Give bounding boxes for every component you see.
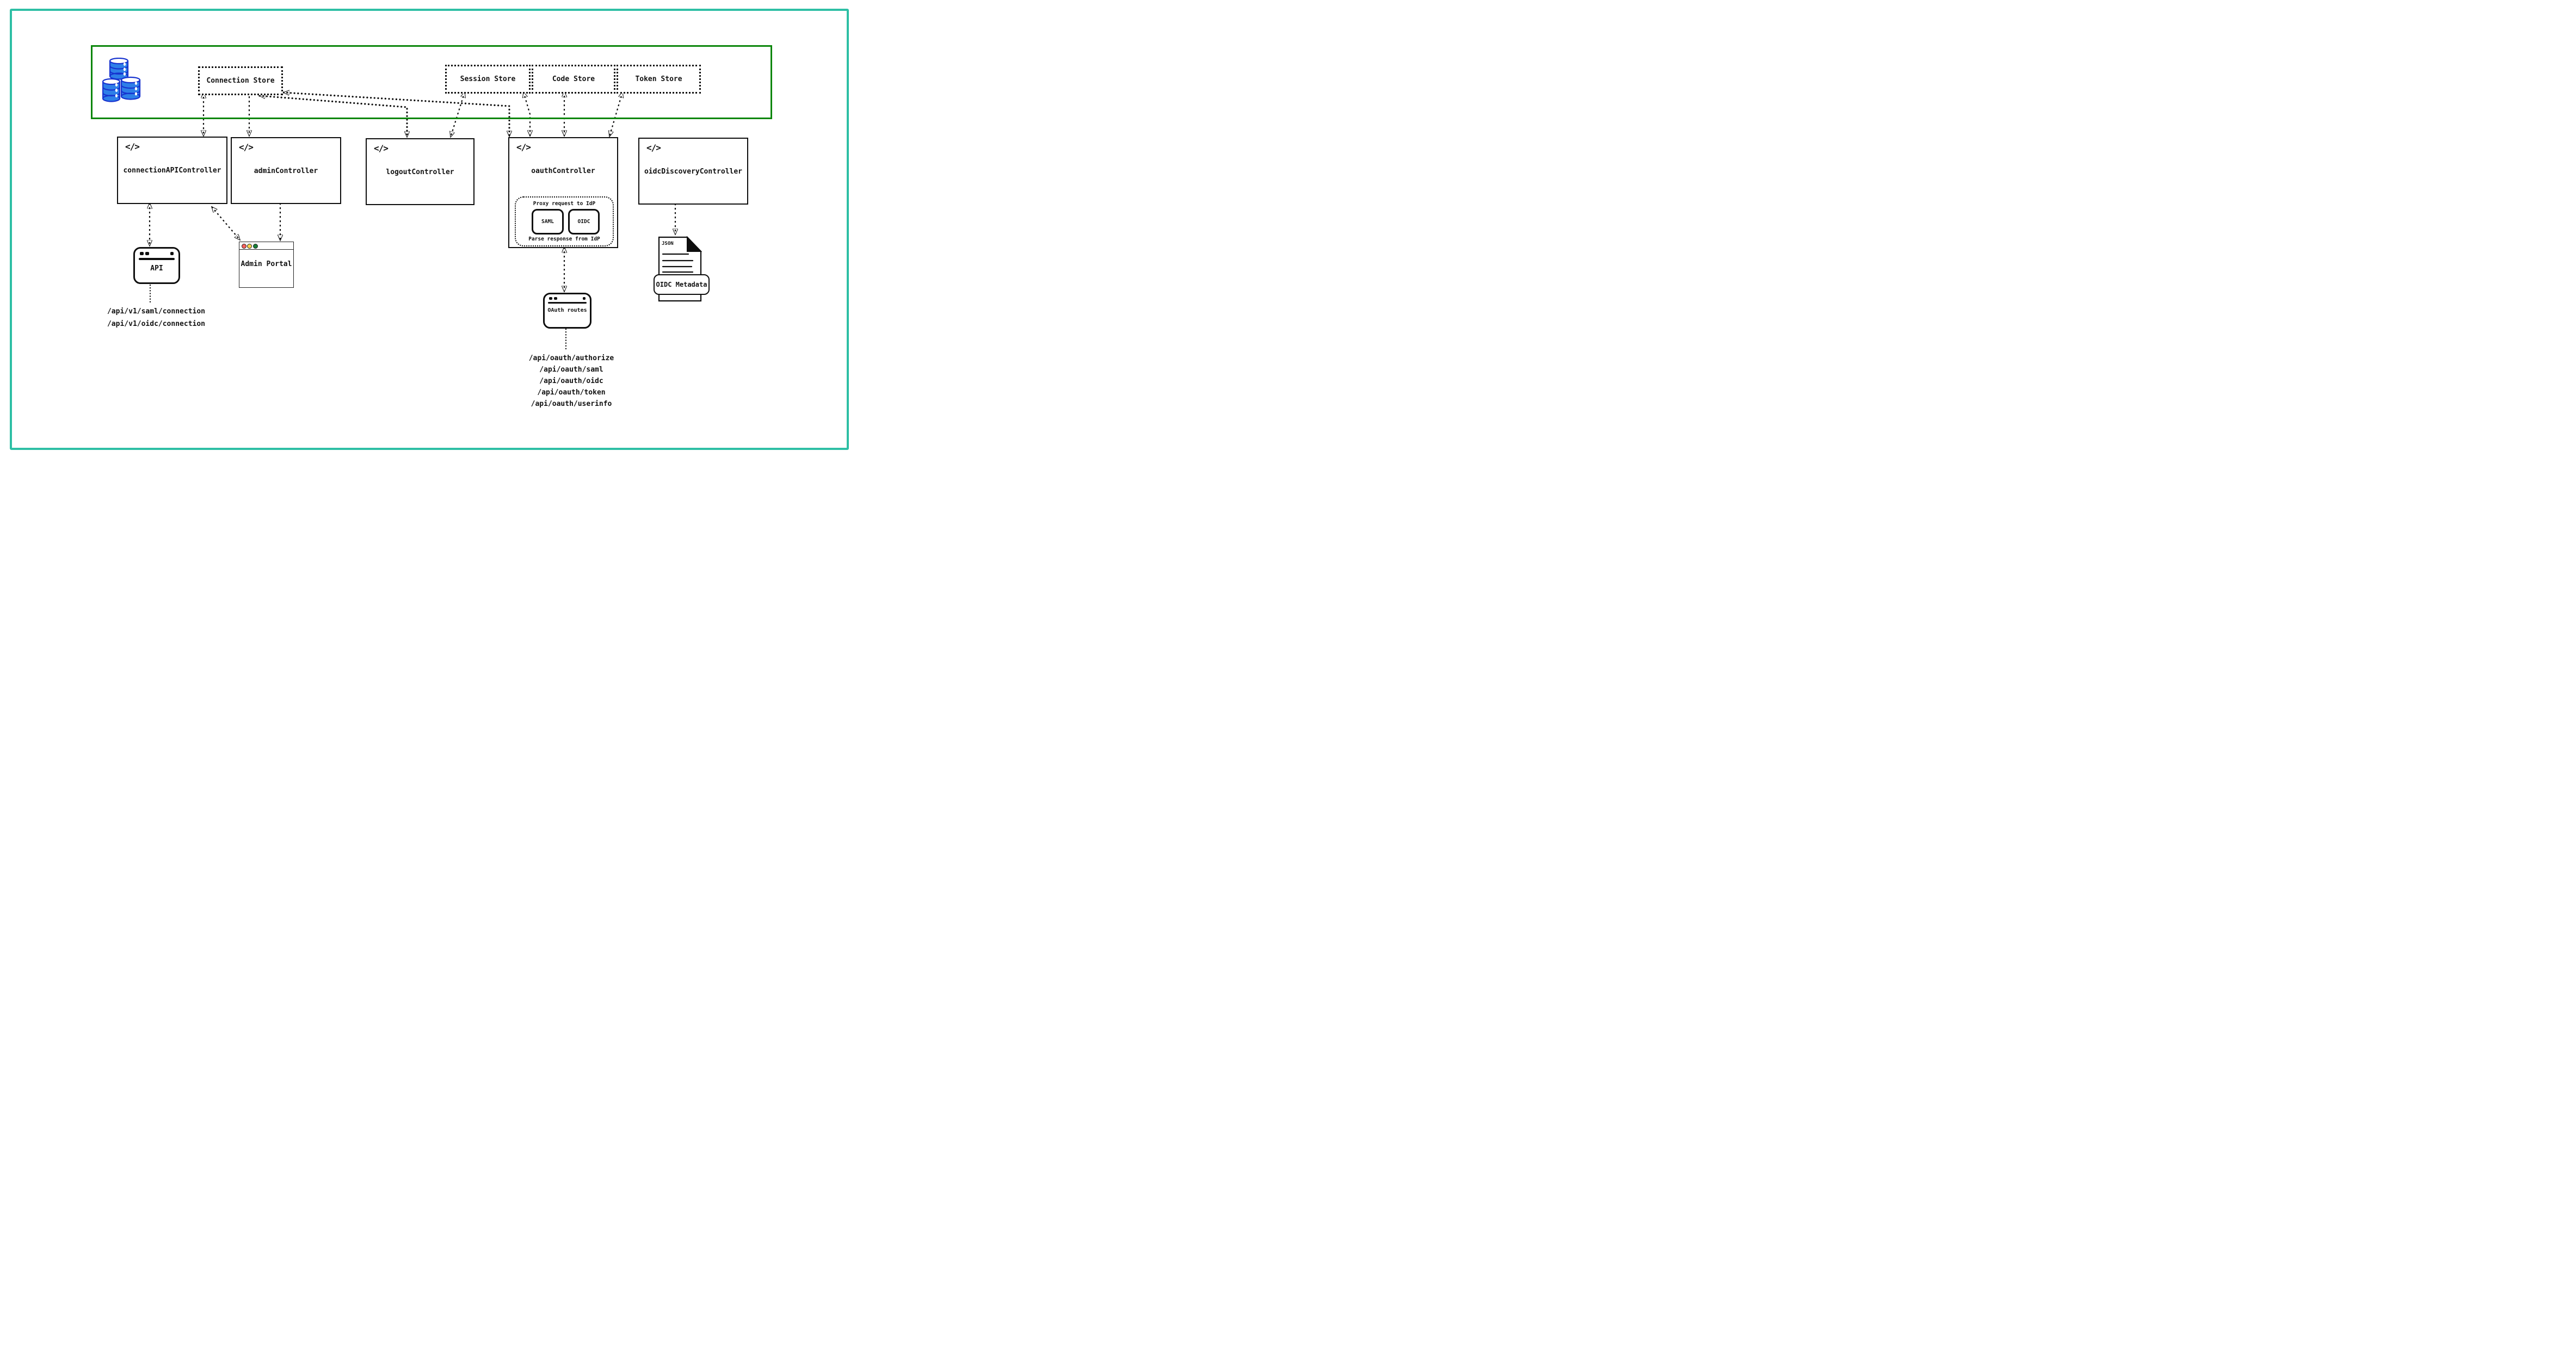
code-icon: </> — [125, 141, 140, 152]
api-window-icon: API — [133, 247, 180, 284]
token-store-box: Token Store — [617, 65, 701, 94]
route-path: /api/v1/oidc/connection — [107, 320, 205, 328]
oauth-routes-window-icon: OAuth routes — [543, 293, 591, 329]
window-dot — [583, 297, 586, 300]
traffic-light-red — [242, 244, 246, 249]
code-icon: </> — [646, 143, 661, 153]
traffic-light-green — [253, 244, 258, 249]
logout-controller-box: </> logoutController — [366, 138, 474, 205]
traffic-light-yellow — [247, 244, 252, 249]
route-path: /api/oauth/oidc — [539, 377, 603, 385]
route-path: /api/oauth/userinfo — [531, 400, 612, 408]
session-store-label: Session Store — [460, 75, 516, 83]
connection-store-label: Connection Store — [206, 77, 275, 85]
window-dot — [140, 252, 144, 255]
connection-api-controller-box: </> connectionAPIController — [117, 137, 227, 204]
session-store-box: Session Store — [445, 65, 531, 94]
admin-portal-titlebar — [239, 242, 293, 250]
route-path: /api/v1/saml/connection — [107, 307, 205, 316]
window-bar — [548, 302, 587, 304]
token-store-label: Token Store — [635, 75, 682, 83]
saml-label: SAML — [541, 219, 554, 225]
database-icon — [102, 58, 141, 102]
api-route-list: /api/v1/saml/connection /api/v1/oidc/con… — [102, 305, 211, 330]
admin-controller-box: </> adminController — [231, 137, 341, 204]
admin-portal-window: Admin Portal — [239, 242, 294, 288]
oidc-label: OIDC — [577, 219, 590, 225]
code-store-box: Code Store — [532, 65, 615, 94]
route-path: /api/oauth/authorize — [528, 354, 614, 362]
controller-label: logoutController — [386, 168, 454, 176]
code-store-label: Code Store — [552, 75, 595, 83]
oauth-controller-box: </> oauthController Proxy request to IdP… — [508, 137, 618, 248]
json-file-type-label: JSON — [662, 241, 674, 246]
oidc-protocol-box: OIDC — [568, 209, 600, 234]
oidc-metadata-banner: OIDC Metadata — [654, 274, 710, 295]
oidc-discovery-controller-box: </> oidcDiscoveryController — [638, 138, 748, 205]
route-path: /api/oauth/token — [537, 388, 606, 397]
outer-frame — [10, 9, 849, 450]
controller-label: adminController — [254, 167, 318, 175]
architecture-diagram: Connection Store Session Store Code Stor… — [0, 0, 859, 456]
api-window-label: API — [150, 264, 163, 273]
oauth-route-list: /api/oauth/authorize /api/oauth/saml /ap… — [517, 353, 626, 410]
connection-store-box: Connection Store — [198, 66, 283, 95]
window-dot — [170, 252, 174, 255]
idp-proxy-box: Proxy request to IdP SAML OIDC Parse res… — [515, 196, 614, 246]
window-bar — [139, 258, 175, 260]
window-dot — [554, 297, 557, 300]
parse-response-label: Parse response from IdP — [528, 236, 600, 242]
oidc-metadata-label: OIDC Metadata — [656, 281, 707, 288]
proxy-request-label: Proxy request to IdP — [533, 201, 596, 207]
admin-portal-label: Admin Portal — [241, 260, 292, 268]
code-icon: </> — [516, 142, 531, 152]
oauth-routes-window-label: OAuth routes — [547, 307, 587, 313]
window-dot — [145, 252, 149, 255]
controller-label: oauthController — [531, 167, 595, 175]
saml-protocol-box: SAML — [532, 209, 564, 234]
controller-label: connectionAPIController — [123, 166, 221, 175]
controller-label: oidcDiscoveryController — [644, 168, 742, 176]
code-icon: </> — [374, 143, 389, 153]
route-path: /api/oauth/saml — [539, 366, 603, 374]
code-icon: </> — [239, 142, 254, 152]
window-dot — [549, 297, 552, 300]
